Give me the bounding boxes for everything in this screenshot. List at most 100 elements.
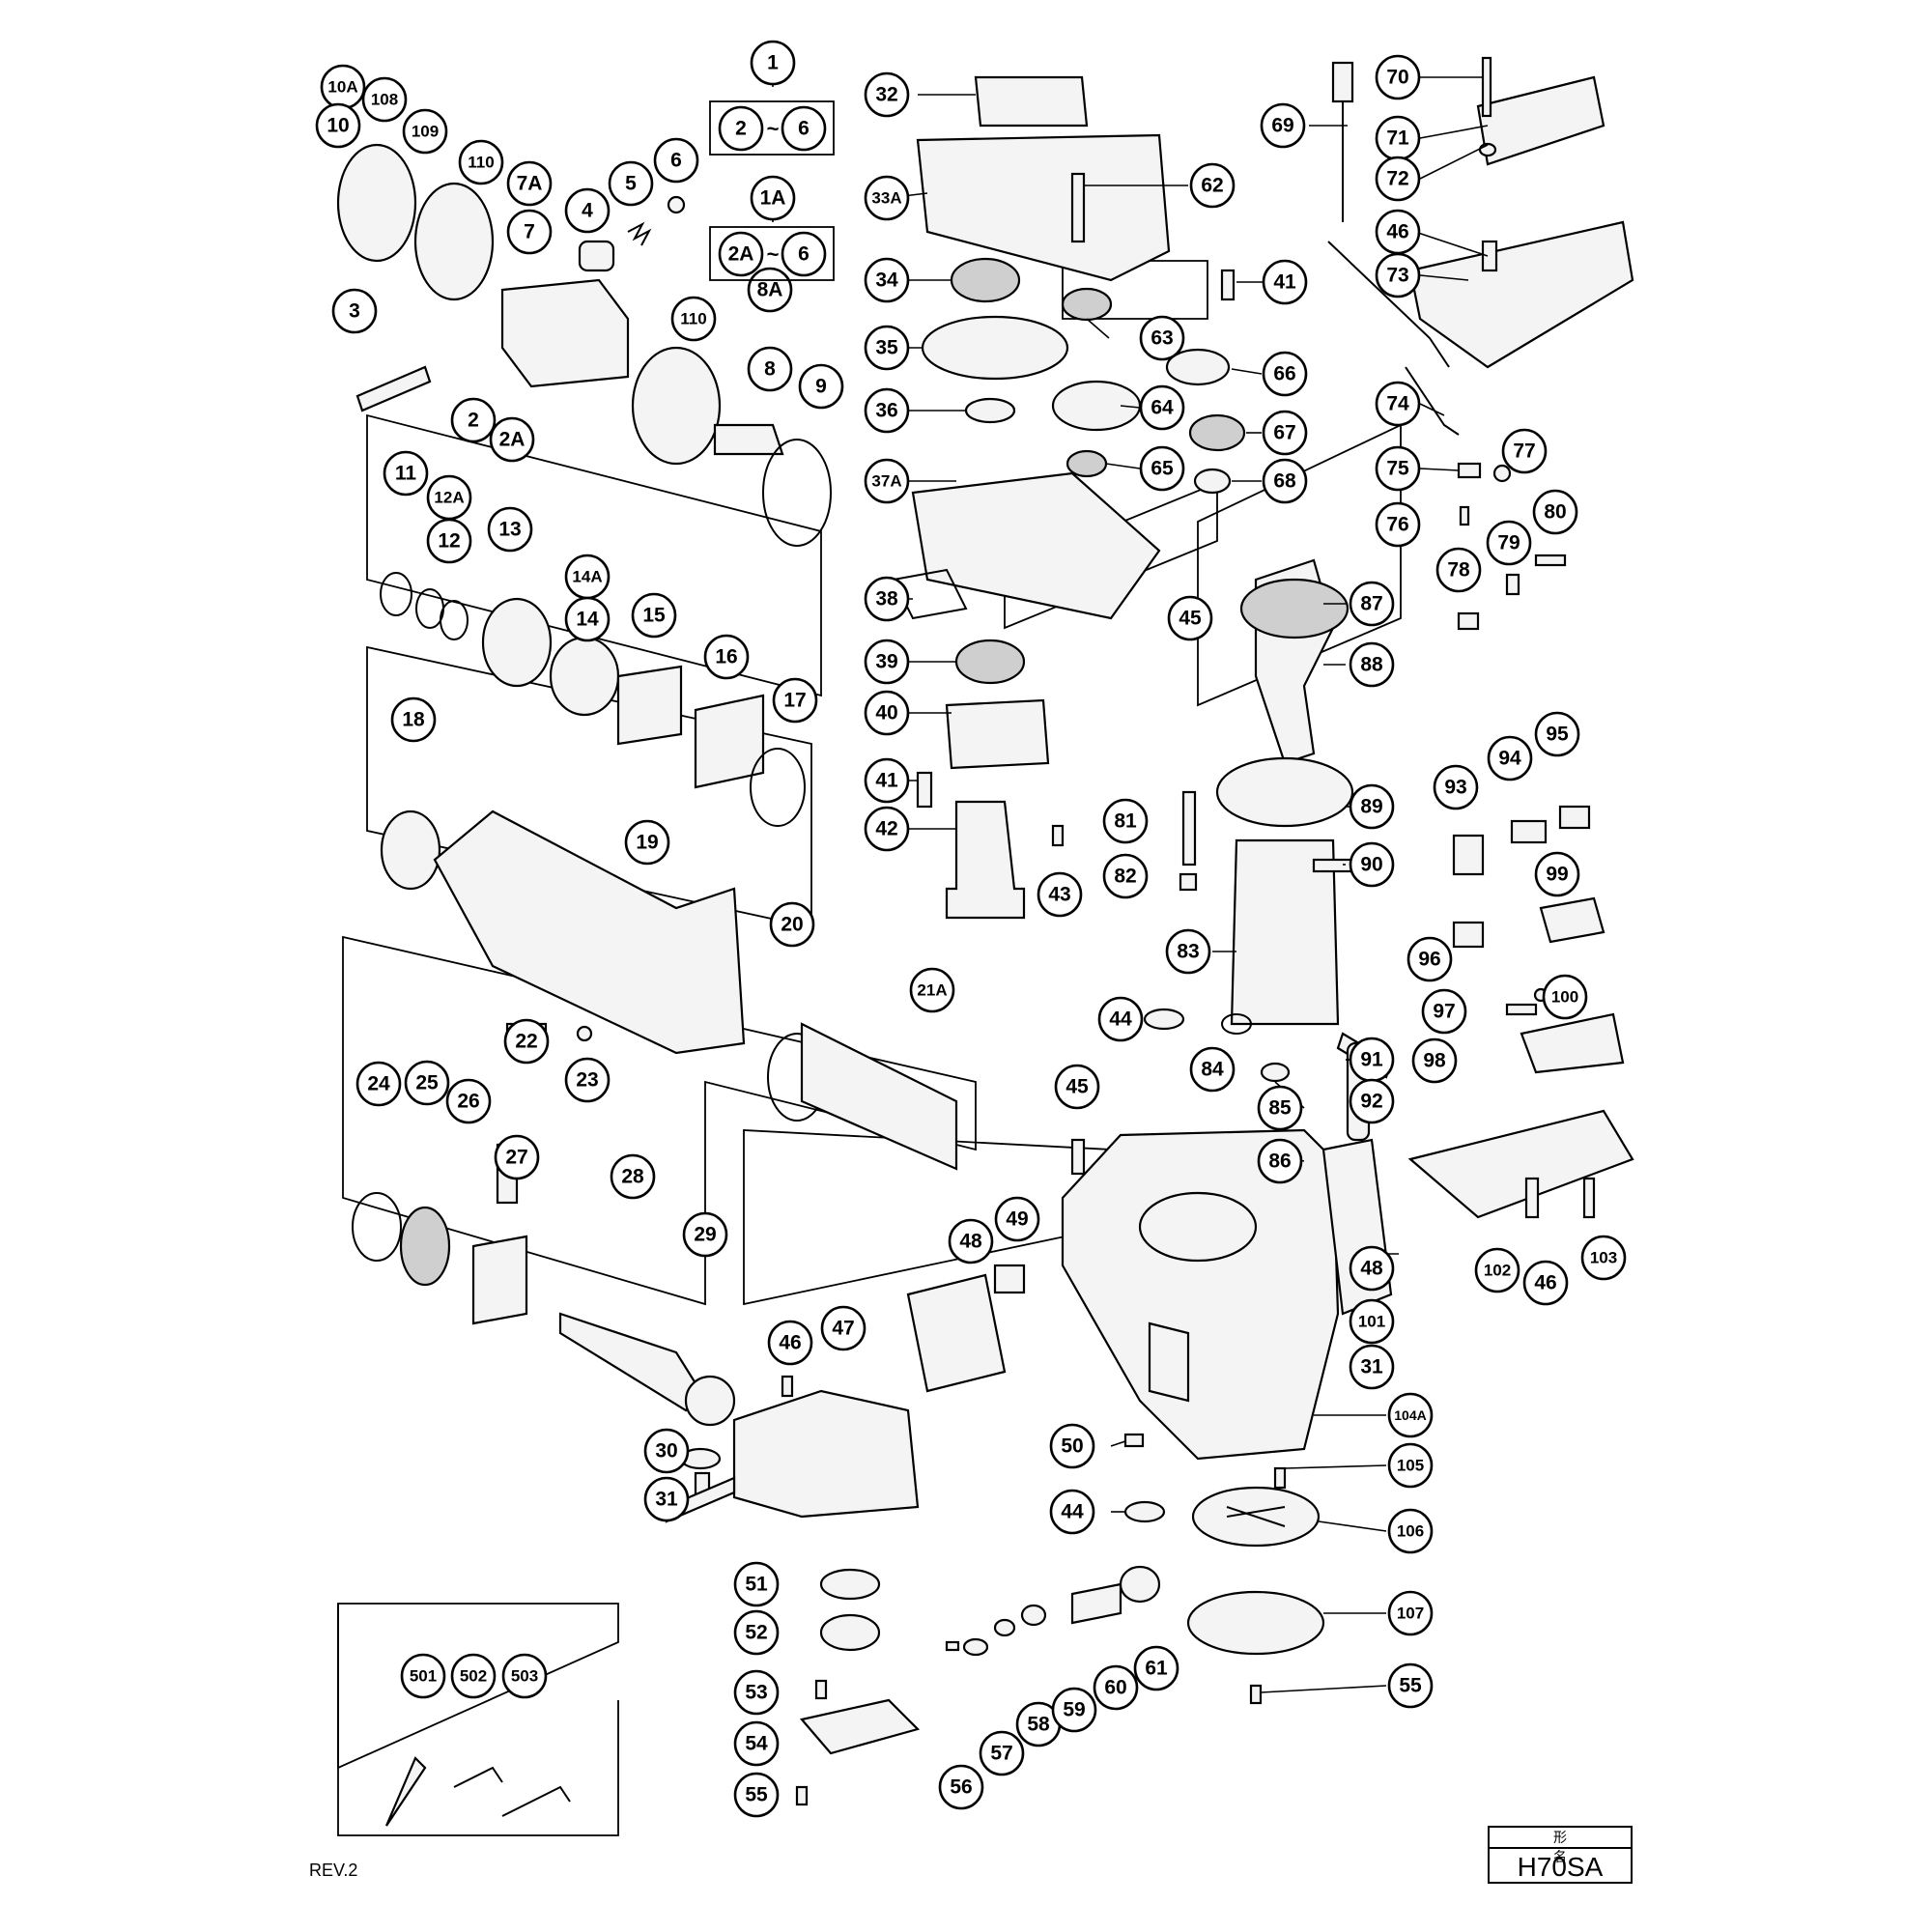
callout-circle xyxy=(404,1060,450,1106)
callout-circle xyxy=(1189,1046,1236,1093)
callout-label: 31 xyxy=(655,1489,678,1511)
bearing-68 xyxy=(1193,468,1232,495)
callout-26: 26 xyxy=(445,1078,492,1124)
callout-circle xyxy=(864,458,910,504)
callout-57: 57 xyxy=(979,1730,1025,1776)
callout-label: 55 xyxy=(745,1784,768,1806)
callout-47: 47 xyxy=(820,1305,867,1351)
callout-label: 78 xyxy=(1447,559,1470,582)
callout-101: 101 xyxy=(1349,1298,1395,1345)
callout-19: 19 xyxy=(624,819,670,866)
callout-label: 18 xyxy=(402,709,425,731)
callout-circle xyxy=(1054,1064,1100,1110)
callout-7a: 7A xyxy=(506,160,553,207)
callout-label: 48 xyxy=(959,1231,982,1253)
revision-label: REV.2 xyxy=(309,1861,358,1880)
washer-14 xyxy=(549,636,620,717)
callout-circle xyxy=(1189,162,1236,209)
brush-holder-96 xyxy=(1452,921,1485,949)
callout-87: 87 xyxy=(1349,581,1395,627)
ring-66 xyxy=(1165,348,1231,386)
callout-79: 79 xyxy=(1486,520,1532,566)
callout-label: 22 xyxy=(515,1031,537,1053)
callout-circle xyxy=(1421,988,1467,1035)
plate-47 xyxy=(732,1389,920,1519)
callout-46: 46 xyxy=(1375,209,1421,255)
callout-label: 31 xyxy=(1360,1356,1383,1378)
seal-18 xyxy=(380,810,441,891)
callout-7: 7 xyxy=(506,209,553,255)
callout-circle xyxy=(458,139,504,185)
callout-circle xyxy=(750,175,796,221)
callout-98: 98 xyxy=(1411,1037,1458,1084)
pin-45 xyxy=(1070,1138,1086,1176)
callout-label: 4 xyxy=(582,200,593,222)
callout-label: 47 xyxy=(832,1318,854,1340)
callout-32: 32 xyxy=(864,71,910,118)
callout-6: 6 xyxy=(781,105,827,152)
callout-label: 502 xyxy=(460,1667,487,1686)
callout-99: 99 xyxy=(1534,851,1580,897)
callout-72: 72 xyxy=(1375,156,1421,202)
callout-45: 45 xyxy=(1054,1064,1100,1110)
callout-label: 3 xyxy=(349,300,360,323)
housing-104a xyxy=(1061,1128,1340,1461)
callout-circle xyxy=(864,576,910,622)
tilde-1a: ~ xyxy=(767,242,780,267)
callout-circle xyxy=(610,1153,656,1200)
callout-circle xyxy=(864,175,910,221)
sleeve-15 xyxy=(616,665,683,746)
callout-circle xyxy=(1102,853,1149,899)
callout-6: 6 xyxy=(781,231,827,277)
callout-label: 74 xyxy=(1386,393,1409,415)
callout-21a: 21A xyxy=(909,967,955,1013)
callout-76: 76 xyxy=(1375,501,1421,548)
callout-label: 40 xyxy=(875,702,897,724)
screw-77 xyxy=(1492,464,1512,483)
gasket-51 xyxy=(819,1568,881,1601)
seal-25 xyxy=(399,1206,451,1287)
callout-label: 10A xyxy=(327,78,357,97)
brush-80 xyxy=(1534,554,1567,567)
callout-8a: 8A xyxy=(747,267,793,313)
callout-label: 55 xyxy=(1399,1675,1422,1697)
callout-107: 107 xyxy=(1387,1590,1434,1636)
callout-label: 66 xyxy=(1273,363,1295,385)
callout-30: 30 xyxy=(643,1428,690,1474)
callout-circle xyxy=(864,690,910,736)
callout-label: 24 xyxy=(367,1073,390,1095)
callout-circle xyxy=(1262,259,1308,305)
cover-48 xyxy=(906,1273,1007,1393)
sleeve-21a xyxy=(800,1022,958,1171)
callout-68: 68 xyxy=(1262,458,1308,504)
callout-label: 110 xyxy=(468,154,494,172)
block-49 xyxy=(993,1264,1026,1294)
callout-label: 79 xyxy=(1497,532,1520,554)
callout-label: 52 xyxy=(745,1622,767,1644)
callout-106: 106 xyxy=(1387,1508,1434,1554)
callout-label: 99 xyxy=(1546,864,1568,886)
callout-label: 87 xyxy=(1360,593,1382,615)
rod-28 xyxy=(558,1312,702,1412)
callout-label: 105 xyxy=(1397,1457,1424,1475)
bolt-70 xyxy=(1481,56,1492,118)
callout-label: 43 xyxy=(1048,884,1070,906)
callout-41: 41 xyxy=(864,757,910,804)
cap-52 xyxy=(819,1613,881,1652)
callout-label: 29 xyxy=(694,1224,716,1246)
callout-label: 75 xyxy=(1386,458,1409,480)
callout-circle xyxy=(1387,1590,1434,1636)
callout-circle xyxy=(331,288,378,334)
callout-label: 90 xyxy=(1360,854,1382,876)
callout-circle xyxy=(1375,445,1421,492)
callout-31: 31 xyxy=(1349,1344,1395,1390)
callout-14: 14 xyxy=(564,596,611,642)
plug xyxy=(1331,61,1354,103)
hex-key-503 xyxy=(501,1785,571,1817)
callout-95: 95 xyxy=(1534,711,1580,757)
callout-circle xyxy=(703,634,750,680)
callout-label: 107 xyxy=(1397,1605,1424,1623)
handle-102 xyxy=(1407,1109,1634,1219)
callout-label: 54 xyxy=(745,1733,768,1755)
